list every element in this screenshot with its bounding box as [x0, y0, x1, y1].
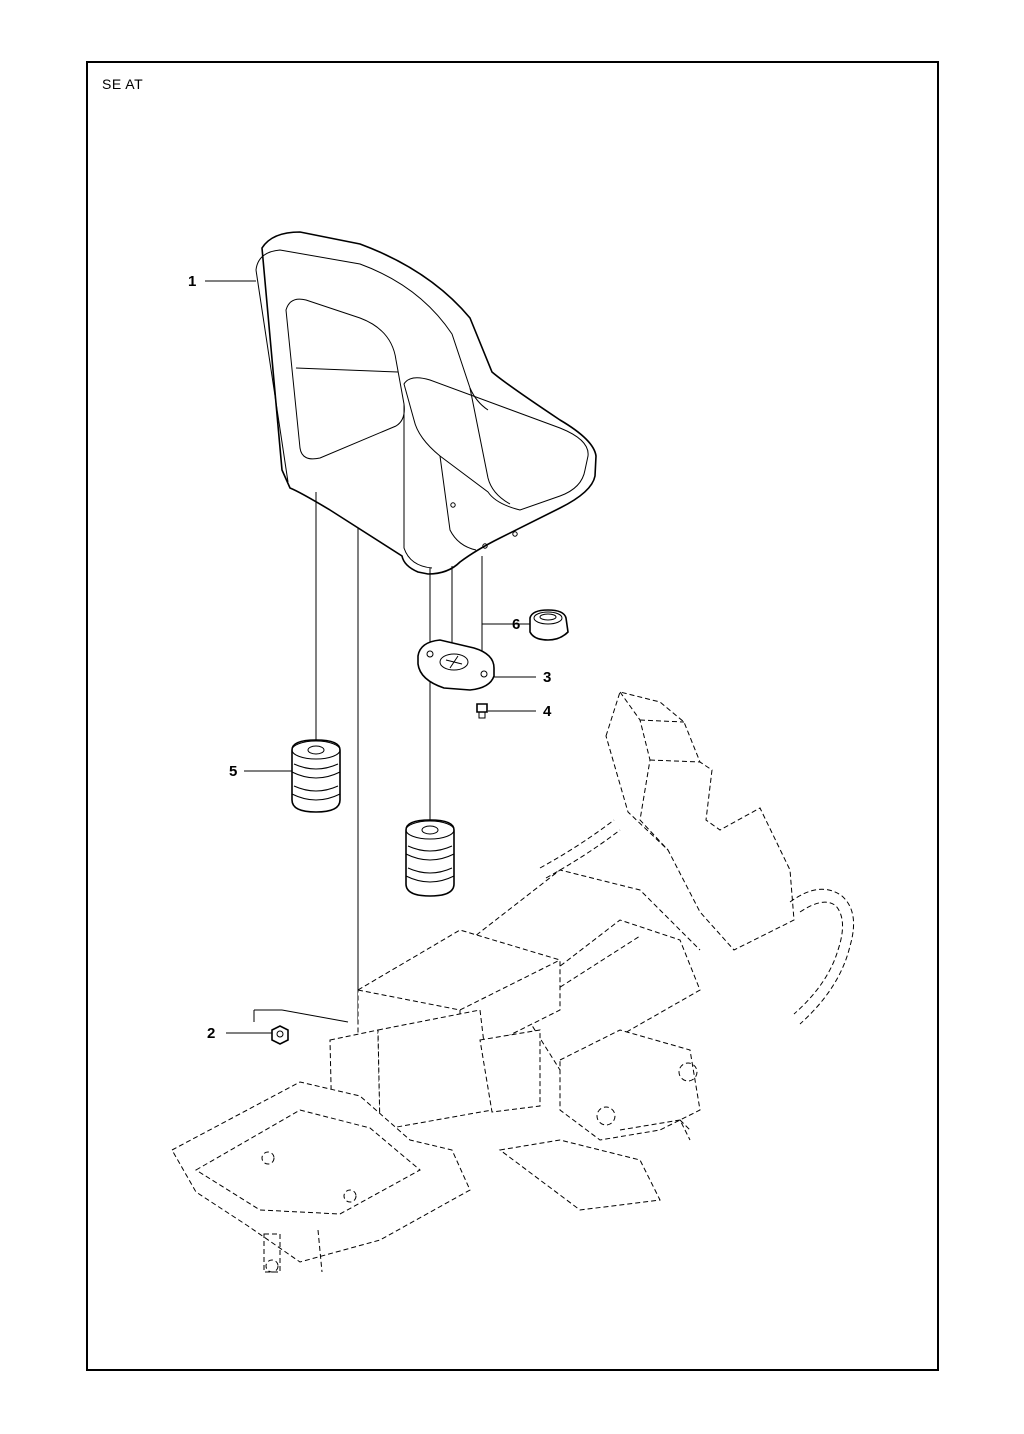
callout-4: 4 [488, 703, 552, 720]
seat-bracket-part [417, 639, 495, 691]
diagram-frame [86, 61, 939, 1371]
seat-part [255, 231, 597, 575]
chassis-frame [171, 691, 855, 1273]
callout-number: 1 [188, 273, 196, 290]
callout-3: 3 [494, 669, 551, 686]
callout-6: 6 [512, 616, 520, 633]
callout-number: 6 [512, 616, 520, 633]
callout-5: 5 [229, 763, 292, 780]
rubber-buffer-left [291, 739, 341, 813]
alignment-lines [315, 492, 530, 1022]
diagram-title: SE AT [102, 76, 144, 92]
callout-1: 1 [188, 273, 256, 290]
callout-number: 3 [543, 669, 551, 686]
callout-number: 2 [207, 1025, 215, 1042]
callout-number: 5 [229, 763, 237, 780]
callout-number: 4 [543, 703, 552, 720]
rubber-buffer-right [405, 819, 455, 897]
seat-switch-part [529, 609, 569, 641]
nut-part [271, 1025, 289, 1045]
callout-2: 2 [207, 1025, 272, 1042]
bolt-part [476, 703, 488, 719]
nut-leader [253, 1009, 349, 1023]
